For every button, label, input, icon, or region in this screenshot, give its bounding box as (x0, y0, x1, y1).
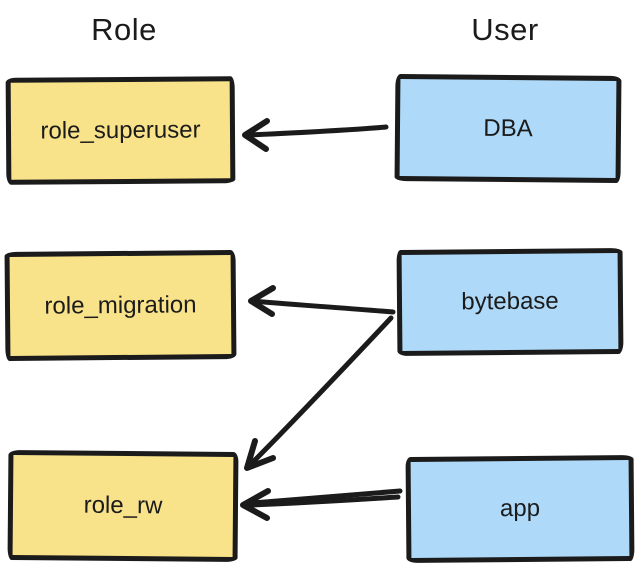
node-role-superuser: role_superuser (5, 76, 236, 185)
column-header-user: User (471, 12, 539, 47)
node-role-migration: role_migration (4, 249, 237, 362)
arrow-dba-to-role-superuser (242, 118, 389, 152)
node-bytebase: bytebase (396, 248, 624, 356)
node-role-rw: role_rw (7, 449, 239, 563)
node-label: role_migration (44, 290, 197, 320)
arrow-app-to-role-rw (240, 488, 403, 521)
node-dba: DBA (394, 74, 622, 183)
column-header-role: Role (91, 12, 157, 47)
node-label: role_superuser (40, 115, 201, 145)
arrow-bytebase-to-role-rw (244, 315, 394, 471)
node-label: role_rw (83, 491, 163, 520)
node-label: DBA (483, 114, 533, 142)
node-app: app (405, 455, 635, 563)
node-label: app (499, 494, 541, 523)
arrow-bytebase-to-role-migration (248, 285, 396, 317)
node-label: bytebase (461, 287, 559, 316)
